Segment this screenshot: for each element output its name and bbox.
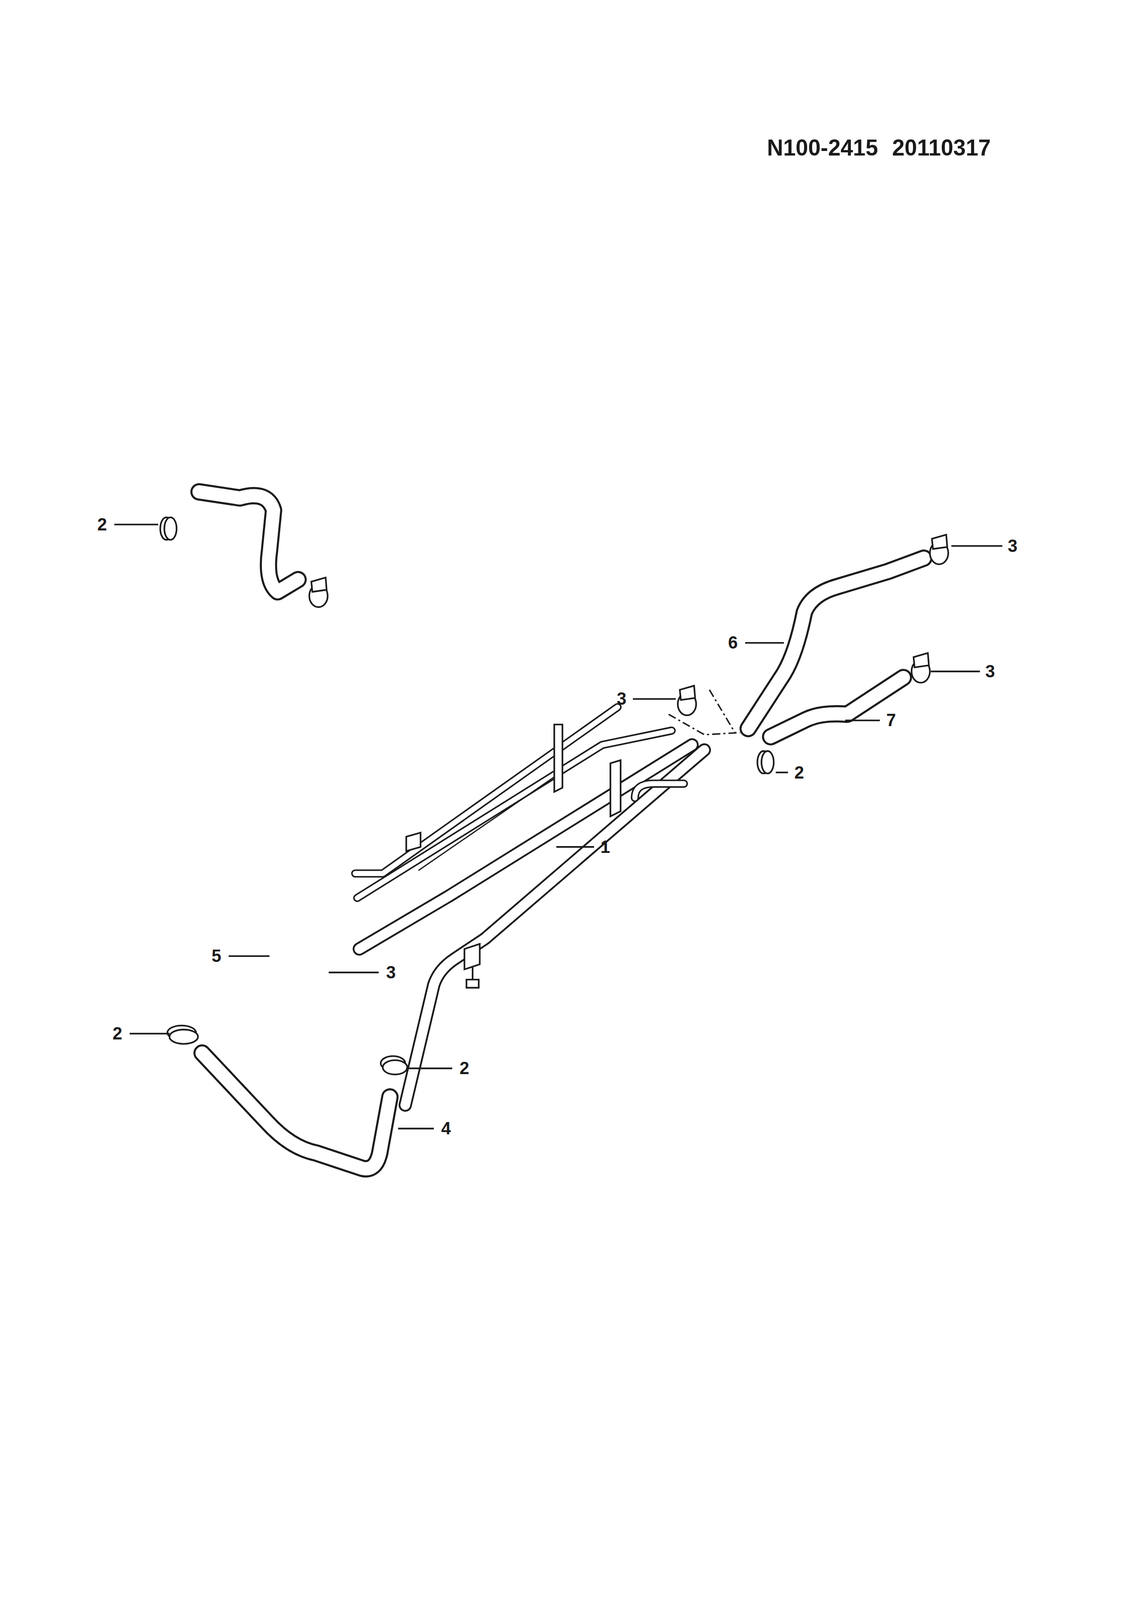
callout-number: 3: [985, 662, 995, 681]
callout-number: 7: [886, 711, 896, 730]
callout-number: 2: [794, 764, 804, 782]
callout-number: 3: [386, 964, 396, 982]
callout-number: 6: [728, 634, 738, 652]
hose-clamps: [160, 517, 949, 1075]
callout-number: 4: [441, 1120, 451, 1138]
callout-number: 2: [97, 516, 107, 534]
callout-number: 3: [1007, 537, 1018, 555]
hose-5: [198, 491, 298, 592]
leader-lines: [114, 524, 1003, 1129]
drawing-number: N100-2415 20110317: [766, 136, 992, 160]
hose-7: [770, 678, 904, 738]
callout-number: 2: [459, 1059, 470, 1078]
hose-4: [202, 1053, 391, 1170]
callout-number: 2: [112, 1025, 123, 1043]
callout-number: 5: [211, 947, 222, 966]
pipe-assembly-1: [355, 707, 705, 1106]
callout-number: 1: [600, 838, 611, 856]
callout-number: 3: [616, 690, 627, 708]
